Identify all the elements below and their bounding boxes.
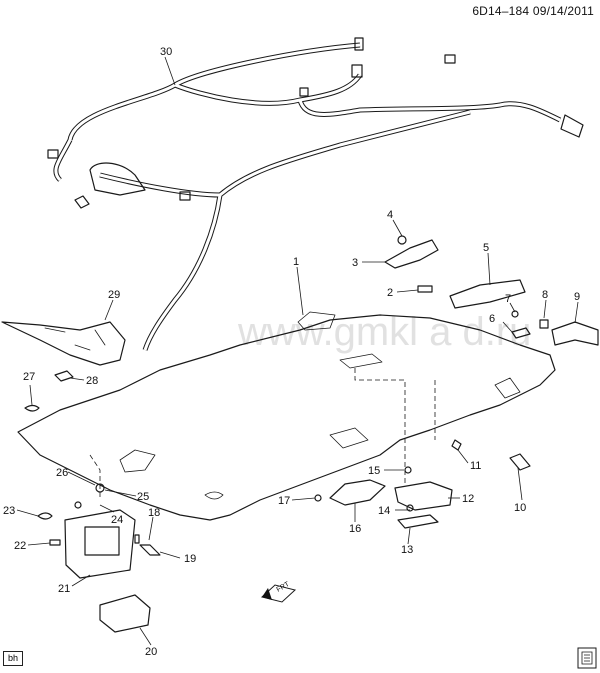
- callout-11: 11: [470, 460, 481, 472]
- callout-25: 25: [137, 491, 149, 503]
- callout-13: 13: [401, 544, 413, 556]
- front-direction-arrow: FRT: [260, 581, 297, 603]
- callout-21: 21: [58, 583, 70, 595]
- callout-15: 15: [368, 465, 380, 477]
- callout-12: 12: [462, 493, 474, 505]
- callout-8: 8: [542, 289, 548, 301]
- watermark: www.gmkl a d.ru: [237, 310, 531, 354]
- callout-5: 5: [483, 242, 489, 254]
- callout-4: 4: [387, 209, 393, 221]
- callout-3: 3: [352, 257, 358, 269]
- callout-30: 30: [160, 46, 172, 58]
- callout-18: 18: [148, 507, 160, 519]
- diagram-code: 6D14–184 09/14/2011: [472, 4, 594, 18]
- callout-9: 9: [574, 291, 580, 303]
- dome-lamp-and-handle-group: [314, 439, 531, 529]
- callout-29: 29: [108, 289, 120, 301]
- callout-19: 19: [184, 553, 196, 565]
- sunshade-and-overhead-console-group: [24, 370, 161, 633]
- diagram-badge: bh: [3, 651, 23, 666]
- roof-wiring-harness: [47, 37, 584, 351]
- corner-emblem-icon: [577, 647, 597, 669]
- callout-28: 28: [86, 375, 98, 387]
- callout-2: 2: [387, 287, 393, 299]
- callout-20: 20: [145, 646, 157, 658]
- front-trim-panel: [1, 321, 126, 366]
- callout-16: 16: [349, 523, 361, 535]
- headliner-panel: [17, 311, 556, 521]
- callout-1: 1: [293, 256, 299, 268]
- callout-10: 10: [514, 502, 526, 514]
- callout-7: 7: [505, 293, 511, 305]
- callout-24: 24: [111, 514, 123, 526]
- leader-lines: [16, 56, 579, 646]
- callout-27: 27: [23, 371, 35, 383]
- callout-17: 17: [278, 495, 290, 507]
- callout-labels: 30 1 2 3 4 5 6 7 8 9 10 11 12 13 14 15 1…: [3, 46, 580, 658]
- callout-6: 6: [489, 313, 495, 325]
- callout-22: 22: [14, 540, 26, 552]
- callout-23: 23: [3, 505, 15, 517]
- callout-26: 26: [56, 467, 68, 479]
- callout-14: 14: [378, 505, 390, 517]
